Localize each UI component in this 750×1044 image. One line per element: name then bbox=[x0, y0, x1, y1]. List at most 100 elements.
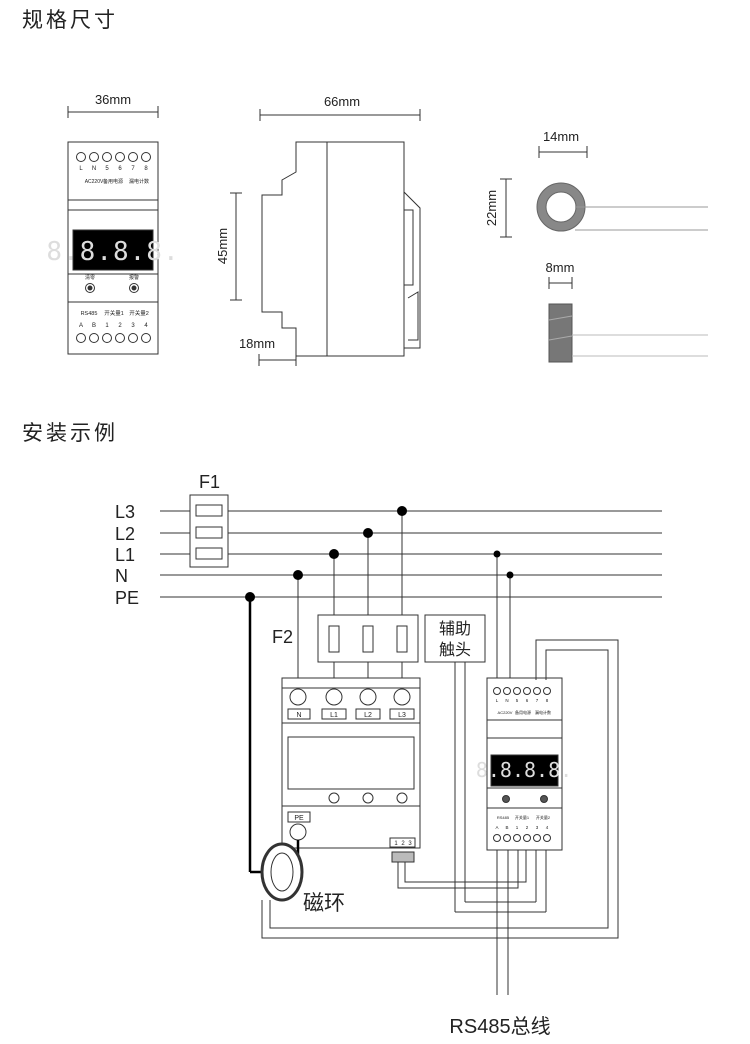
spd-label-n: N bbox=[296, 712, 301, 719]
monitor-top-group-label: 漏电计数 bbox=[535, 709, 551, 715]
junction-dots bbox=[245, 506, 514, 602]
front-bottom-terminal-label: 3 bbox=[131, 323, 135, 329]
line-label-l2: L2 bbox=[115, 524, 135, 544]
monitor-bottom-terminal-circle bbox=[513, 834, 521, 842]
monitor-bottom-group-label: RS485 bbox=[497, 815, 510, 820]
monitor-bottom-terminal-label: 2 bbox=[526, 825, 529, 830]
front-top-terminal-circle bbox=[128, 152, 138, 162]
front-bottom-terminal-label: B bbox=[92, 323, 96, 329]
monitor-digits: 8.8.8.8. bbox=[476, 758, 572, 782]
monitor-top-terminal-circle bbox=[513, 687, 521, 695]
fuse-f2-label: F2 bbox=[272, 627, 293, 647]
front-bottom-terminal-circle bbox=[76, 333, 86, 343]
monitor-bottom-terminal-label: B bbox=[505, 825, 508, 830]
dim-ring-22: 22mm bbox=[484, 190, 499, 226]
spd-label-pe: PE bbox=[294, 815, 304, 822]
front-top-terminal-label: N bbox=[92, 166, 96, 172]
aux-contact-box bbox=[424, 614, 486, 663]
line-label-pe: PE bbox=[115, 588, 139, 608]
monitor-bottom-terminal-circle bbox=[493, 834, 501, 842]
monitor-bottom-terminal-label: 3 bbox=[536, 825, 539, 830]
spd-device bbox=[281, 677, 421, 863]
power-lines bbox=[160, 510, 662, 598]
magnetic-ring-view bbox=[500, 146, 708, 363]
front-bottom-terminal-circle bbox=[102, 333, 112, 343]
front-top-group-label: AC220V bbox=[85, 179, 104, 185]
button-left-label: 清零 bbox=[85, 274, 95, 281]
front-view bbox=[67, 106, 159, 355]
front-top-terminal-label: 6 bbox=[118, 166, 122, 172]
front-bottom-terminal-circle bbox=[89, 333, 99, 343]
terminal-3: 3 bbox=[408, 841, 412, 847]
front-top-terminal-circle bbox=[115, 152, 125, 162]
monitor-top-terminal-label: 5 bbox=[516, 698, 519, 703]
aux-contact-line2: 触头 bbox=[439, 641, 471, 659]
front-top-terminal-label: 7 bbox=[131, 166, 135, 172]
monitor-top-terminal-circle bbox=[543, 687, 551, 695]
monitor-bottom-terminal-label: A bbox=[495, 825, 498, 830]
spd-label-l2: L2 bbox=[364, 712, 372, 719]
monitor-top-terminal-circle bbox=[523, 687, 531, 695]
monitor-device bbox=[486, 677, 563, 851]
fuse-f1-label: F1 bbox=[199, 472, 220, 492]
dim-width-66: 66mm bbox=[324, 94, 360, 109]
dim-depth-18: 18mm bbox=[239, 336, 275, 351]
monitor-bottom-terminal-circle bbox=[543, 834, 551, 842]
front-top-terminal-circle bbox=[141, 152, 151, 162]
line-label-n: N bbox=[115, 566, 128, 586]
monitor-top-group-label: AC220V bbox=[498, 710, 513, 715]
monitor-bottom-terminal-label: 1 bbox=[516, 825, 519, 830]
front-bottom-terminal-circle bbox=[141, 333, 151, 343]
monitor-top-terminal-label: 8 bbox=[546, 698, 549, 703]
side-view bbox=[230, 109, 421, 366]
monitor-bottom-terminal-circle bbox=[523, 834, 531, 842]
dim-ring-14: 14mm bbox=[543, 129, 579, 144]
bus-label: RS485总线 bbox=[449, 1015, 550, 1038]
monitor-top-group-label: 备用电源 bbox=[515, 709, 531, 715]
fuse-f1 bbox=[189, 494, 229, 568]
front-bottom-terminal-label: 4 bbox=[144, 323, 148, 329]
monitor-top-terminal-circle bbox=[503, 687, 511, 695]
front-top-terminal-circle bbox=[76, 152, 86, 162]
front-top-group-label: 备用电源 bbox=[103, 178, 123, 185]
magnetic-ring bbox=[260, 842, 304, 902]
spd-label-l1: L1 bbox=[330, 712, 338, 719]
display-digits: 8.8.8.8. bbox=[46, 237, 179, 267]
front-bottom-group-label: 开关量2 bbox=[129, 309, 149, 317]
dim-height-45: 45mm bbox=[215, 228, 230, 264]
front-bottom-group-label: RS485 bbox=[81, 311, 98, 317]
dim-width-36: 36mm bbox=[95, 92, 131, 107]
monitor-bottom-terminal-circle bbox=[533, 834, 541, 842]
monitor-top-terminal-label: 7 bbox=[536, 698, 539, 703]
front-top-terminal-circle bbox=[102, 152, 112, 162]
line-label-l1: L1 bbox=[115, 545, 135, 565]
install-title: 安装示例 bbox=[22, 421, 118, 445]
button-right-label: 报警 bbox=[129, 274, 139, 281]
monitor-bottom-terminal-label: 4 bbox=[546, 825, 549, 830]
front-top-terminal-label: 5 bbox=[105, 166, 109, 172]
monitor-bottom-terminal-circle bbox=[503, 834, 511, 842]
monitor-bottom-group-label: 开关量2 bbox=[536, 814, 551, 820]
front-bottom-terminal-label: 2 bbox=[118, 323, 122, 329]
monitor-top-terminal-circle bbox=[533, 687, 541, 695]
front-bottom-group-label: 开关量1 bbox=[104, 309, 124, 317]
ring-label: 磁环 bbox=[303, 892, 345, 915]
signal-wires bbox=[261, 639, 619, 995]
front-bottom-terminal-label: 1 bbox=[105, 323, 109, 329]
front-bottom-terminal-circle bbox=[128, 333, 138, 343]
front-top-terminal-label: L bbox=[79, 166, 83, 172]
front-top-terminal-label: 8 bbox=[144, 166, 148, 172]
monitor-top-terminal-circle bbox=[493, 687, 501, 695]
monitor-bottom-group-label: 开关量1 bbox=[515, 814, 530, 820]
dim-ring-8: 8mm bbox=[546, 260, 575, 275]
dimensions-title: 规格尺寸 bbox=[22, 8, 118, 32]
front-top-group-label: 漏电计数 bbox=[129, 178, 149, 185]
front-bottom-terminal-circle bbox=[115, 333, 125, 343]
front-bottom-terminal-label: A bbox=[79, 323, 83, 329]
monitor-top-terminal-label: N bbox=[505, 698, 508, 703]
